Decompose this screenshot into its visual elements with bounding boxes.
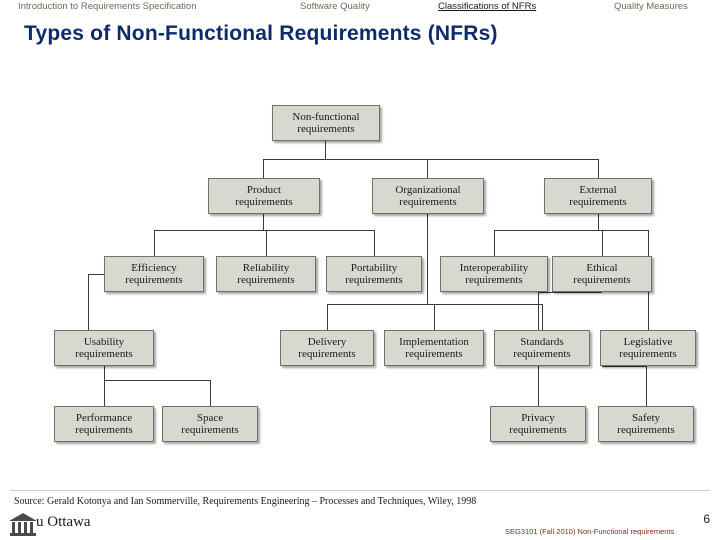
edge-ethical-safety [646,366,647,406]
node-usability-requirements[interactable]: Usability requirements [54,330,154,366]
node-line-1: Usability [83,336,125,348]
node-privacy-requirements[interactable]: Privacy requirements [490,406,586,442]
node-line-2: requirements [617,424,675,436]
nfr-classification-diagram: Non-functional requirements Product requ… [0,88,720,468]
edge-product-bus [154,230,374,231]
node-product-requirements[interactable]: Product requirements [208,178,320,214]
edge-external-down [598,214,599,230]
node-line-1: Performance [75,412,133,424]
edge-org-implementation [434,304,435,330]
edge-usability-down [104,366,105,380]
node-line-2: requirements [181,424,239,436]
nav-item-classifications-of-nfrs[interactable]: Classifications of NFRs [438,1,537,12]
node-external-requirements[interactable]: External requirements [544,178,652,214]
node-line-2: requirements [298,348,356,360]
nav-item-introduction[interactable]: Introduction to Requirements Specificati… [18,1,197,12]
node-space-requirements[interactable]: Space requirements [162,406,258,442]
node-line-2: requirements [569,196,627,208]
node-line-1: Legislative [623,336,673,348]
edge-product-reliability [266,230,267,256]
node-line-2: requirements [513,348,571,360]
top-navigation[interactable]: Introduction to Requirements Specificati… [0,0,720,14]
edge-ethical-bus [538,292,602,293]
node-delivery-requirements[interactable]: Delivery requirements [280,330,374,366]
edge-nfr-organizational [427,159,428,178]
node-organizational-requirements[interactable]: Organizational requirements [372,178,484,214]
node-non-functional-requirements[interactable]: Non-functional requirements [272,105,380,141]
page-number: 6 [703,512,710,526]
node-line-1: Reliability [242,262,290,274]
edge-external-ethical [602,230,603,256]
node-line-2: requirements [399,196,457,208]
node-legislative-requirements[interactable]: Legislative requirements [600,330,696,366]
node-line-1: Privacy [521,412,555,424]
edge-usability-bus [104,380,210,381]
node-line-1: Standards [520,336,564,348]
edge-product-down [263,214,264,230]
footer-divider [10,490,710,491]
node-line-1: Organizational [395,184,461,196]
node-interoperability-requirements[interactable]: Interoperability requirements [440,256,548,292]
node-line-2: requirements [235,196,293,208]
node-standards-requirements[interactable]: Standards requirements [494,330,590,366]
node-performance-requirements[interactable]: Performance requirements [54,406,154,442]
university-building-icon [9,513,37,536]
node-line-1: Non-functional [292,111,360,123]
node-line-2: requirements [125,274,183,286]
edge-org-standards [542,304,543,330]
edge-nfr-bus [263,159,598,160]
edge-eff-usability [88,274,89,330]
node-line-1: Safety [631,412,661,424]
edge-org-delivery [327,304,328,330]
page-title: Types of Non-Functional Requirements (NF… [24,22,498,45]
edge-external-legislative [648,304,649,330]
edge-eff-left [88,274,104,275]
node-line-1: Implementation [399,336,469,348]
node-line-1: Portability [350,262,398,274]
node-line-2: requirements [509,424,567,436]
node-efficiency-requirements[interactable]: Efficiency requirements [104,256,204,292]
edge-ethical-safety-bus [602,366,646,367]
uottawa-logo-label: u Ottawa [36,514,91,530]
node-safety-requirements[interactable]: Safety requirements [598,406,694,442]
node-line-2: requirements [405,348,463,360]
edge-product-efficiency [154,230,155,256]
node-line-1: External [579,184,617,196]
node-line-2: requirements [345,274,403,286]
node-line-2: requirements [237,274,295,286]
node-line-2: requirements [75,424,133,436]
nav-item-software-quality[interactable]: Software Quality [300,1,370,12]
node-line-2: requirements [297,123,355,135]
node-line-2: requirements [465,274,523,286]
edge-nfr-external [598,159,599,178]
nav-item-quality-measures[interactable]: Quality Measures [614,1,688,12]
node-ethical-requirements[interactable]: Ethical requirements [552,256,652,292]
edge-org-down [427,214,428,304]
node-implementation-requirements[interactable]: Implementation requirements [384,330,484,366]
edge-external-interop [494,230,495,256]
node-line-2: requirements [619,348,677,360]
course-footer-tag: SEG3101 (Fall 2010) Non-Functional requi… [505,527,675,536]
edge-external-bus [494,230,648,231]
node-line-1: Interoperability [459,262,529,274]
node-line-1: Product [246,184,282,196]
node-reliability-requirements[interactable]: Reliability requirements [216,256,316,292]
node-line-2: requirements [75,348,133,360]
node-line-1: Ethical [586,262,618,274]
node-line-1: Space [196,412,224,424]
node-line-2: requirements [573,274,631,286]
edge-usability-performance [104,380,105,406]
edge-nfr-product [263,159,264,178]
node-portability-requirements[interactable]: Portability requirements [326,256,422,292]
edge-nfr-down [325,141,326,159]
edge-product-portability [374,230,375,256]
node-line-1: Delivery [307,336,347,348]
edge-usability-space [210,380,211,406]
node-line-1: Efficiency [131,262,177,274]
source-citation: Source: Gerald Kotonya and Ian Sommervil… [14,496,477,507]
